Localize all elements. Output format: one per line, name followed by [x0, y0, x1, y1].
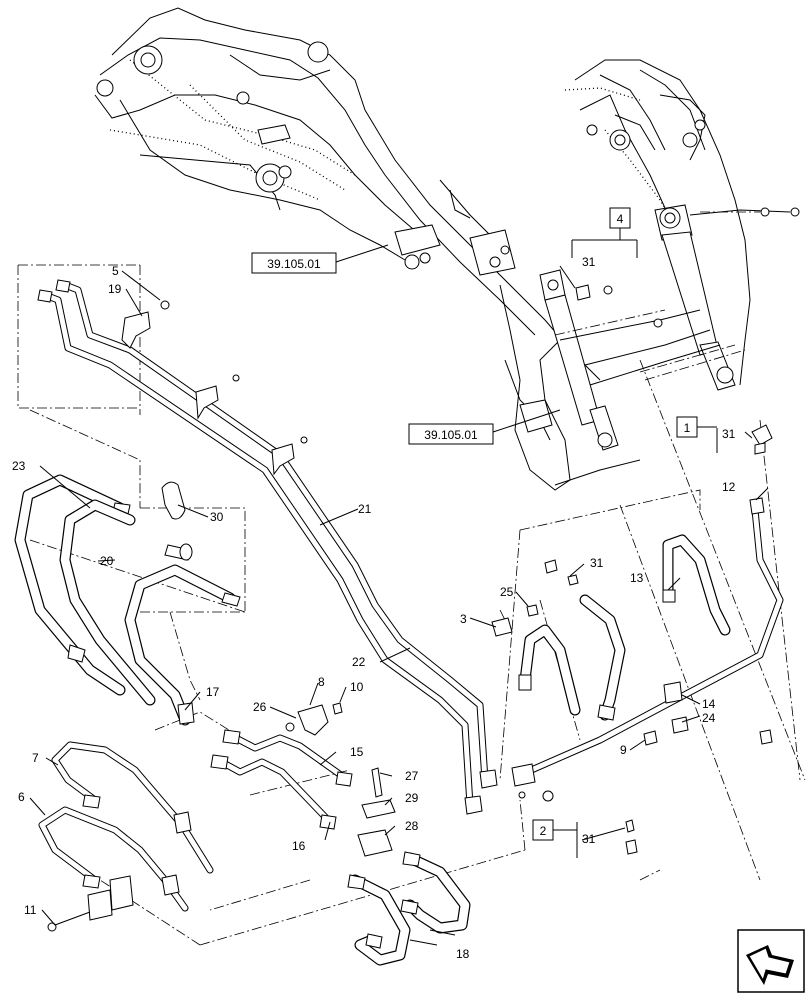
callout-5: 5 — [112, 264, 119, 278]
callout-10: 10 — [350, 680, 364, 694]
callout-9: 9 — [620, 743, 627, 757]
boxed-callout-1: 1 — [676, 416, 717, 438]
boom-assembly — [94, 7, 641, 491]
tube-clamp-19 — [121, 300, 170, 349]
callout-18: 18 — [456, 947, 470, 961]
callout-11: 11 — [24, 903, 37, 917]
callout-15: 15 — [350, 745, 364, 759]
svg-text:1: 1 — [684, 421, 691, 435]
reference-box-lower: 39.105.01 — [408, 423, 494, 445]
clamp-block-28 — [357, 767, 396, 857]
callout-21: 21 — [358, 502, 372, 516]
callout-14: 14 — [702, 697, 716, 711]
callout-22: 22 — [352, 655, 366, 669]
callout-31b: 31 — [582, 255, 596, 269]
callout-31a: 31 — [590, 556, 604, 570]
fittings-right — [491, 559, 773, 855]
hose-18a — [400, 851, 471, 934]
callout-6: 6 — [18, 790, 25, 804]
callout-16: 16 — [292, 839, 306, 853]
hose-right-b — [518, 624, 581, 716]
callout-12: 12 — [722, 480, 736, 494]
next-page-arrow-icon[interactable] — [737, 929, 805, 993]
tube-clamp-mid-2 — [271, 436, 308, 476]
svg-text:2: 2 — [540, 824, 547, 838]
hose-right-a — [579, 594, 626, 721]
reference-box-upper: 39.105.01 — [251, 252, 337, 274]
callout-7: 7 — [32, 751, 39, 765]
sleeve-30 — [161, 481, 193, 561]
callout-13: 13 — [630, 571, 644, 585]
callout-26: 26 — [253, 700, 267, 714]
clamp-8 — [285, 702, 343, 736]
leader-lines — [29, 239, 769, 946]
tube-22 — [37, 289, 483, 815]
callout-3: 3 — [460, 612, 467, 626]
callout-28: 28 — [405, 819, 419, 833]
callout-31c: 31 — [722, 427, 736, 441]
hose-17 — [124, 564, 241, 726]
callout-labels: 1 2 3 4 5 6 7 8 9 10 11 12 13 14 15 16 1… — [12, 255, 736, 961]
tube-21 — [55, 279, 498, 789]
boxed-callout-4: 4 — [609, 207, 631, 240]
callout-30: 30 — [210, 510, 224, 524]
boxed-callout-2: 2 — [532, 819, 577, 841]
svg-text:39.105.01: 39.105.01 — [424, 428, 478, 442]
callout-23: 23 — [12, 459, 26, 473]
bracket-11 — [47, 875, 134, 932]
tube-7 — [51, 741, 214, 874]
callout-19: 19 — [108, 282, 122, 296]
tube-16 — [210, 754, 337, 830]
callout-8: 8 — [318, 675, 325, 689]
tube-clamp-mid-1 — [195, 374, 240, 420]
callout-24: 24 — [702, 711, 716, 725]
hose-13 — [662, 534, 731, 636]
hose-20 — [59, 499, 156, 706]
fitting-31-top — [575, 284, 613, 301]
hose-23 — [14, 474, 131, 696]
fitting-31-elbow — [751, 424, 773, 455]
callout-20: 20 — [100, 554, 114, 568]
hose-18b — [347, 874, 411, 966]
tube-15 — [222, 729, 353, 787]
svg-text:4: 4 — [617, 212, 624, 226]
callout-29: 29 — [405, 791, 419, 805]
svg-text:39.105.01: 39.105.01 — [267, 257, 321, 271]
tube-6 — [38, 806, 189, 912]
dipper-structure — [554, 59, 800, 391]
cylinder-assembly — [539, 269, 619, 451]
callout-17: 17 — [206, 685, 220, 699]
callout-31d: 31 — [582, 832, 596, 846]
callout-25: 25 — [500, 585, 514, 599]
callout-27: 27 — [405, 769, 419, 783]
distribution-tube — [511, 497, 784, 802]
